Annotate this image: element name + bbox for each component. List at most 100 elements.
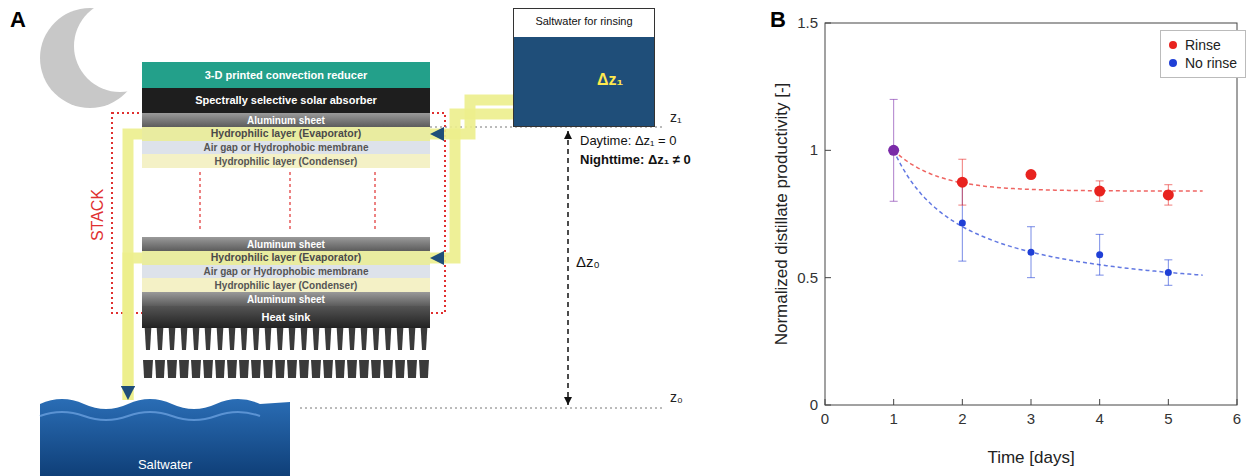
- tick: [1031, 399, 1032, 405]
- diagram-label: z₀: [670, 390, 683, 405]
- saltwater-reservoir: Saltwater: [40, 400, 290, 476]
- tick: [1168, 399, 1169, 405]
- data-point: [1163, 189, 1174, 200]
- legend: Rinse No rinse: [1160, 30, 1246, 78]
- error-cap: [1096, 234, 1104, 235]
- dash: [289, 172, 290, 232]
- legend-entry: No rinse: [1169, 55, 1237, 71]
- fit-curve: [894, 150, 1203, 191]
- dash: [374, 172, 375, 232]
- tick: [1237, 399, 1238, 405]
- layer-label: Hydrophilic layer (Evaporator): [211, 252, 362, 264]
- data-point: [888, 145, 899, 156]
- layer-label: Aluminum sheet: [247, 115, 325, 126]
- tick-label: 0: [810, 397, 818, 414]
- diagram-label: Δz₀: [576, 254, 600, 271]
- convection-reducer: 3-D printed convection reducer: [142, 62, 430, 88]
- tick-label: 3: [1027, 411, 1035, 428]
- flow-pipe: [128, 258, 142, 400]
- error-cap: [1096, 201, 1104, 202]
- error-cap: [958, 261, 966, 262]
- layer-label: Hydrophilic layer (Condenser): [215, 280, 358, 291]
- aluminum-sheet: Aluminum sheet: [142, 292, 430, 306]
- data-point: [957, 177, 968, 188]
- layer-label: Heat sink: [262, 311, 311, 323]
- axis-label: Normalized distillate productivity [-]: [773, 83, 792, 346]
- gap-layer: Air gap or Hydrophobic membrane: [142, 265, 430, 278]
- data-point: [1026, 169, 1037, 180]
- axis-label: Time [days]: [987, 449, 1074, 468]
- tick: [825, 405, 831, 406]
- tick-label: 1.5: [797, 15, 818, 32]
- heat-sink-fins: [142, 328, 430, 378]
- data-point: [1028, 249, 1035, 256]
- diagram-label: Δz₁: [597, 71, 623, 89]
- tick-label: 4: [1095, 411, 1103, 428]
- tick: [893, 399, 894, 405]
- aluminum-sheet: Aluminum sheet: [142, 237, 430, 251]
- stack-dashes: [200, 172, 375, 232]
- legend-text: Rinse: [1185, 37, 1221, 53]
- error-cap: [958, 159, 966, 160]
- error-cap: [958, 205, 966, 206]
- error-cap: [1096, 275, 1104, 276]
- diagram-label: A: [10, 8, 26, 32]
- layer-label: Air gap or Hydrophobic membrane: [203, 266, 368, 277]
- tick: [825, 399, 826, 405]
- legend-swatch: [1169, 41, 1177, 49]
- wave: [40, 412, 260, 420]
- data-point: [1094, 186, 1105, 197]
- flow-pipe: [430, 114, 513, 258]
- solar-absorber: Spectrally selective solar absorber: [142, 88, 430, 113]
- tick-label: 0: [821, 411, 829, 428]
- condenser-layer: Hydrophilic layer (Condenser): [142, 154, 430, 168]
- flow-pipe: [128, 134, 142, 400]
- tick: [825, 150, 831, 151]
- evaporator-layer: Hydrophilic layer (Evaporator): [142, 127, 430, 141]
- error-cap: [1164, 285, 1172, 286]
- layer-label: Aluminum sheet: [247, 294, 325, 305]
- tick-label: 5: [1164, 411, 1172, 428]
- heat-sink: Heat sink: [142, 306, 430, 328]
- tick: [825, 277, 831, 278]
- z0-line: [300, 408, 665, 409]
- dash: [199, 172, 200, 232]
- layer-label: Aluminum sheet: [247, 239, 325, 250]
- axis-label: B: [770, 8, 786, 32]
- error-cap: [1164, 184, 1172, 185]
- layer-label: Saltwater: [138, 458, 192, 472]
- error-cap: [1027, 277, 1035, 278]
- diagram-label: Daytime: Δz₁ = 0: [580, 134, 677, 148]
- stack-bracket: [112, 113, 445, 313]
- layer-label: Spectrally selective solar absorber: [195, 94, 377, 106]
- layer-label: Hydrophilic layer (Evaporator): [211, 128, 362, 140]
- tick-label: 0.5: [797, 269, 818, 286]
- error-cap: [1096, 180, 1104, 181]
- tick: [962, 399, 963, 405]
- tick: [1099, 399, 1100, 405]
- diagram-label: z₁: [670, 110, 682, 125]
- error-cap: [1027, 226, 1035, 227]
- gap-layer: Air gap or Hydrophobic membrane: [142, 141, 430, 154]
- aluminum-sheet: Aluminum sheet: [142, 113, 430, 127]
- diagram-label: STACK: [89, 189, 107, 241]
- legend-text: No rinse: [1185, 55, 1237, 71]
- plot-frame: [825, 23, 1237, 405]
- data-point: [959, 219, 966, 226]
- rinse-tank: Saltwater for rinsing: [513, 8, 655, 127]
- tick: [825, 23, 831, 24]
- fit-curve: [894, 150, 1203, 275]
- error-cap: [1164, 259, 1172, 260]
- diagram-label: Nighttime: Δz₁ ≠ 0: [580, 153, 691, 167]
- dz0-arrow: [567, 131, 569, 405]
- layer-label: Saltwater for rinsing: [535, 15, 632, 27]
- legend-swatch: [1169, 59, 1177, 67]
- error-cap: [890, 201, 898, 202]
- layer-label: Hydrophilic layer (Condenser): [215, 156, 358, 167]
- data-point: [1096, 251, 1103, 258]
- tick-label: 2: [958, 411, 966, 428]
- evaporator-layer: Hydrophilic layer (Evaporator): [142, 251, 430, 265]
- condenser-layer: Hydrophilic layer (Condenser): [142, 278, 430, 292]
- error-cap: [1164, 205, 1172, 206]
